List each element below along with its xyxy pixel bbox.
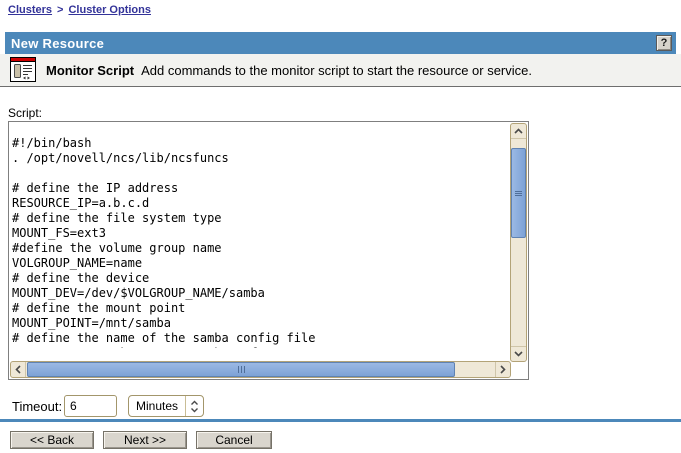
script-label: Script: (8, 106, 43, 120)
script-textarea[interactable]: #!/bin/bash . /opt/novell/ncs/lib/ncsfun… (8, 121, 529, 380)
breadcrumb-separator: > (57, 4, 64, 16)
divider (0, 419, 681, 422)
timeout-label: Timeout: (12, 399, 63, 414)
timeout-unit-value: Minutes (136, 399, 179, 413)
monitor-script-icon (10, 57, 36, 82)
section-title: Monitor Script (46, 63, 135, 78)
section-text: Monitor Script Add commands to the monito… (46, 63, 532, 78)
script-content[interactable]: #!/bin/bash . /opt/novell/ncs/lib/ncsfun… (12, 136, 316, 348)
section-description: Add commands to the monitor script to st… (141, 63, 532, 78)
scroll-right-icon[interactable] (495, 362, 510, 377)
scroll-up-icon[interactable] (511, 124, 526, 139)
breadcrumb-link-cluster-options[interactable]: Cluster Options (68, 4, 151, 16)
scroll-down-icon[interactable] (511, 346, 526, 361)
page-title: New Resource (11, 35, 105, 51)
vertical-scrollbar-thumb[interactable] (511, 148, 526, 238)
next-button[interactable]: Next >> (103, 431, 187, 449)
cancel-button[interactable]: Cancel (196, 431, 272, 449)
breadcrumb-link-clusters[interactable]: Clusters (8, 4, 53, 16)
timeout-input[interactable] (64, 395, 117, 417)
help-button[interactable]: ? (656, 35, 672, 51)
scroll-left-icon[interactable] (11, 362, 26, 377)
page-header: New Resource ? (5, 32, 676, 54)
vertical-scrollbar[interactable] (510, 123, 527, 362)
horizontal-scrollbar-thumb[interactable] (27, 362, 455, 377)
back-button[interactable]: << Back (10, 431, 94, 449)
timeout-unit-select[interactable]: Minutes (128, 395, 204, 417)
horizontal-scrollbar[interactable] (10, 361, 511, 378)
breadcrumb: Clusters > Cluster Options (8, 4, 151, 16)
section-band: Monitor Script Add commands to the monito… (0, 54, 681, 87)
select-stepper-icon (185, 396, 203, 416)
